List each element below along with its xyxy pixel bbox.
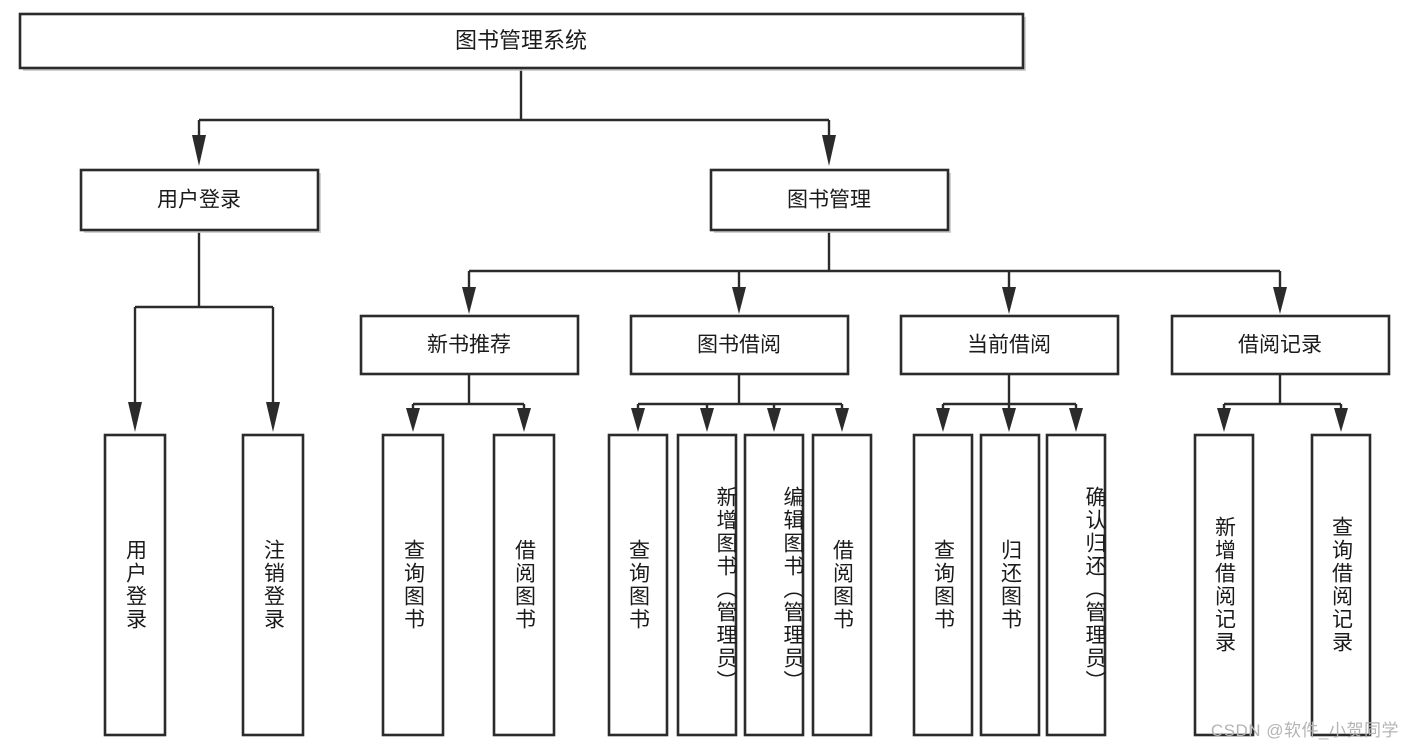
node-user-login-label: 用户登录 bbox=[157, 189, 241, 212]
csdn-watermark: CSDN @软件_小贺同学 bbox=[1210, 721, 1399, 740]
arrowhead-records-leaf-1 bbox=[1217, 408, 1231, 432]
arrowhead-root-to-book bbox=[822, 135, 836, 166]
leaf-records-1[interactable] bbox=[1193, 433, 1255, 737]
leaf-borrow-4-rect[interactable] bbox=[811, 433, 873, 737]
node-current-borrow[interactable]: 当前借阅 bbox=[899, 314, 1120, 376]
leaf-user-login-2[interactable] bbox=[241, 433, 305, 737]
node-book-management-rect[interactable] bbox=[709, 168, 950, 232]
leaf-new-book-1-rect[interactable] bbox=[381, 433, 445, 737]
leaf-borrow-2-rect[interactable] bbox=[676, 433, 738, 737]
leaf-current-3[interactable] bbox=[1045, 433, 1107, 737]
node-user-login[interactable]: 用户登录 bbox=[79, 168, 321, 233]
leaf-borrow-2[interactable] bbox=[676, 433, 738, 737]
arrowhead-book-child-2 bbox=[732, 287, 746, 314]
leaf-borrow-4[interactable] bbox=[811, 433, 873, 737]
arrowhead-book-child-4 bbox=[1273, 287, 1287, 314]
node-borrow-records-label: 借阅记录 bbox=[1238, 334, 1322, 357]
node-root-rect[interactable] bbox=[18, 12, 1025, 70]
arrowhead-borrow-leaf-1 bbox=[631, 408, 645, 432]
leaf-records-1-rect[interactable] bbox=[1193, 433, 1255, 737]
node-book-borrow-rect[interactable] bbox=[629, 314, 850, 376]
leaf-borrow-3[interactable] bbox=[743, 433, 805, 737]
node-borrow-records-rect[interactable] bbox=[1170, 314, 1391, 376]
leaf-new-book-1[interactable] bbox=[381, 433, 445, 737]
arrowhead-newbook-leaf-2 bbox=[517, 408, 531, 432]
leaf-user-login-1[interactable] bbox=[103, 433, 167, 737]
node-root-label: 图书管理系统 bbox=[455, 28, 587, 53]
node-borrow-records[interactable]: 借阅记录 bbox=[1170, 314, 1391, 376]
arrowhead-borrow-leaf-4 bbox=[835, 408, 849, 432]
arrowhead-current-leaf-3 bbox=[1069, 408, 1083, 432]
leaf-borrow-1-rect[interactable] bbox=[607, 433, 669, 737]
node-current-borrow-rect[interactable] bbox=[899, 314, 1120, 376]
arrowhead-book-child-1 bbox=[462, 287, 476, 314]
leaf-current-3-rect[interactable] bbox=[1045, 433, 1107, 737]
arrowhead-newbook-leaf-1 bbox=[406, 408, 420, 432]
leaf-records-2[interactable] bbox=[1310, 433, 1372, 737]
leaf-current-1-rect[interactable] bbox=[912, 433, 974, 737]
leaf-current-2-rect[interactable] bbox=[979, 433, 1041, 737]
leaf-current-2[interactable] bbox=[979, 433, 1041, 737]
leaf-current-1[interactable] bbox=[912, 433, 974, 737]
leaf-user-login-2-rect[interactable] bbox=[241, 433, 305, 737]
node-book-borrow-label: 图书借阅 bbox=[697, 334, 781, 357]
arrowhead-current-leaf-1 bbox=[936, 408, 950, 432]
arrowhead-user-leaf-1 bbox=[128, 402, 142, 432]
node-book-management[interactable]: 图书管理 bbox=[709, 168, 951, 233]
node-new-book-recommend-label: 新书推荐 bbox=[427, 334, 511, 357]
arrowhead-root-to-user bbox=[192, 135, 206, 166]
leaf-borrow-3-rect[interactable] bbox=[743, 433, 805, 737]
node-user-login-rect[interactable] bbox=[79, 168, 320, 232]
node-book-management-label: 图书管理 bbox=[787, 189, 871, 212]
node-root[interactable]: 图书管理系统 bbox=[18, 12, 1026, 71]
leaf-user-login-1-rect[interactable] bbox=[103, 433, 167, 737]
arrowhead-book-child-3 bbox=[1002, 287, 1016, 314]
leaf-borrow-1[interactable] bbox=[607, 433, 669, 737]
arrowhead-user-leaf-2 bbox=[266, 402, 280, 432]
connectors bbox=[128, 68, 1348, 432]
leaf-new-book-2[interactable] bbox=[492, 433, 556, 737]
arrowhead-borrow-leaf-2 bbox=[700, 408, 714, 432]
node-book-borrow[interactable]: 图书借阅 bbox=[629, 314, 850, 376]
node-new-book-recommend[interactable]: 新书推荐 bbox=[359, 314, 580, 376]
arrowhead-current-leaf-2 bbox=[1002, 408, 1016, 432]
arrowhead-borrow-leaf-3 bbox=[767, 408, 781, 432]
arrowhead-records-leaf-2 bbox=[1334, 408, 1348, 432]
leaf-new-book-2-rect[interactable] bbox=[492, 433, 556, 737]
node-new-book-recommend-rect[interactable] bbox=[359, 314, 580, 376]
leaf-records-2-rect[interactable] bbox=[1310, 433, 1372, 737]
node-current-borrow-label: 当前借阅 bbox=[967, 334, 1051, 357]
